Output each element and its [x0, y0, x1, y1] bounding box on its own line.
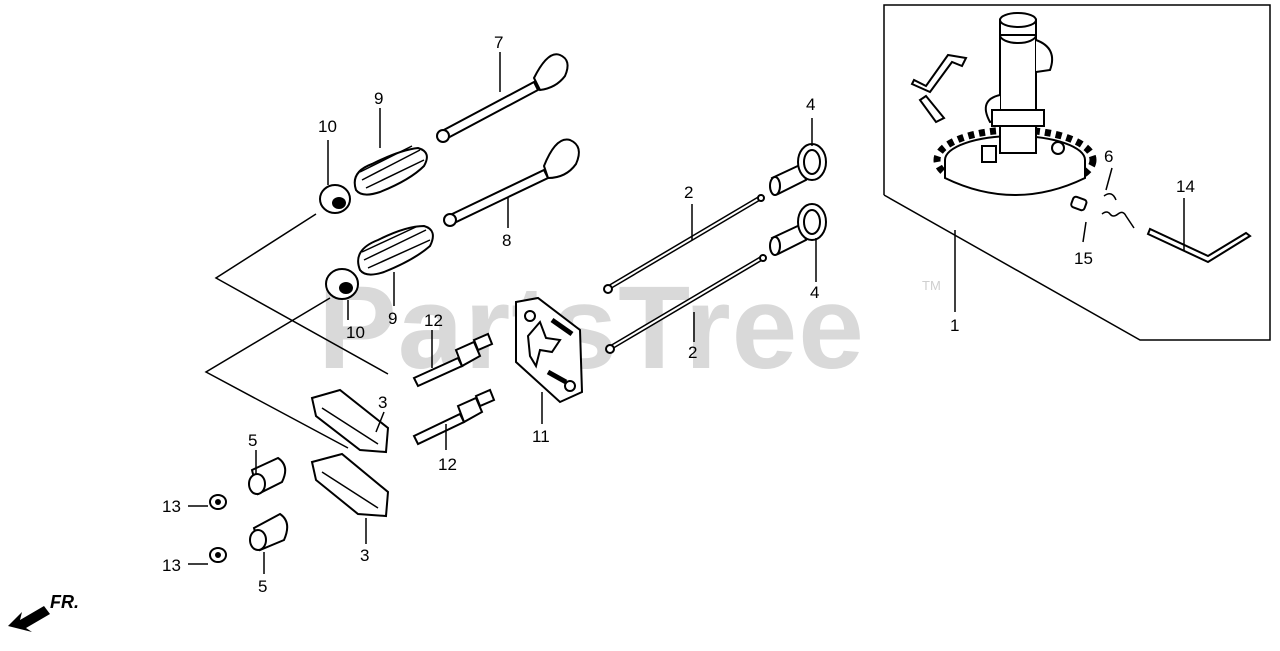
- callout-2-top: 2: [684, 183, 693, 202]
- spring-6: [1101, 211, 1135, 229]
- callout-5-bottom: 5: [258, 577, 267, 596]
- rocker-pivot-top: [248, 456, 287, 496]
- front-label: FR.: [50, 592, 79, 612]
- valve-7: [436, 53, 569, 143]
- callout-10-bottom: 10: [346, 323, 365, 342]
- callout-14: 14: [1176, 177, 1195, 196]
- rocker-arm-top: [310, 388, 390, 454]
- callout-9-top: 9: [374, 89, 383, 108]
- guide-line-b: [204, 297, 349, 449]
- tappet-top: [769, 143, 827, 196]
- push-rod-top: [603, 194, 765, 294]
- callout-13-bottom: 13: [162, 556, 181, 575]
- callout-3-top: 3: [378, 393, 387, 412]
- callout-3-bottom: 3: [360, 546, 369, 565]
- rocker-stud-top: [412, 332, 494, 388]
- rocker-pivot-bottom: [249, 512, 289, 552]
- push-rod-bottom: [605, 254, 767, 354]
- front-arrow-icon: [8, 606, 50, 632]
- watermark-text: PartsTree: [318, 262, 865, 394]
- callout-1: 1: [950, 316, 959, 335]
- decompressor-lever: [910, 53, 968, 124]
- nut-bottom: [209, 547, 227, 563]
- guide-line-a: [214, 213, 389, 375]
- callout-2-bottom: 2: [688, 343, 697, 362]
- callout-12-top: 12: [424, 311, 443, 330]
- assembly-outline: [883, 4, 1271, 341]
- callout-12-bottom: 12: [438, 455, 457, 474]
- spring-retainer-bottom: [325, 268, 359, 300]
- callout-13-top: 13: [162, 497, 181, 516]
- callout-9-bottom: 9: [388, 309, 397, 328]
- leader-3a: [375, 411, 385, 433]
- callout-10-top: 10: [318, 117, 337, 136]
- valve-spring-bottom: [357, 224, 434, 276]
- pin-15: [1070, 195, 1088, 212]
- callout-4-top: 4: [806, 95, 815, 114]
- rocker-stud-bottom: [412, 388, 496, 446]
- nut-top: [209, 494, 227, 510]
- callout-6: 6: [1104, 147, 1113, 166]
- watermark-trademark: TM: [922, 278, 941, 293]
- callout-4-bottom: 4: [810, 283, 819, 302]
- callout-11: 11: [532, 427, 550, 446]
- callout-8: 8: [502, 231, 511, 250]
- guide-plate: [515, 296, 584, 404]
- valve-8: [443, 138, 580, 227]
- callout-5-top: 5: [248, 431, 257, 450]
- rocker-arm-bottom: [310, 452, 390, 518]
- front-direction-indicator: FR.: [8, 592, 79, 632]
- callout-7: 7: [494, 33, 503, 52]
- tappet-bottom: [769, 203, 827, 256]
- spring-retainer-top: [319, 184, 351, 214]
- camshaft-assembly-group: [883, 4, 1271, 341]
- valve-spring-top: [353, 145, 428, 196]
- camshaft: [981, 12, 1054, 163]
- rod-14: [1146, 227, 1252, 264]
- callout-15: 15: [1074, 249, 1093, 268]
